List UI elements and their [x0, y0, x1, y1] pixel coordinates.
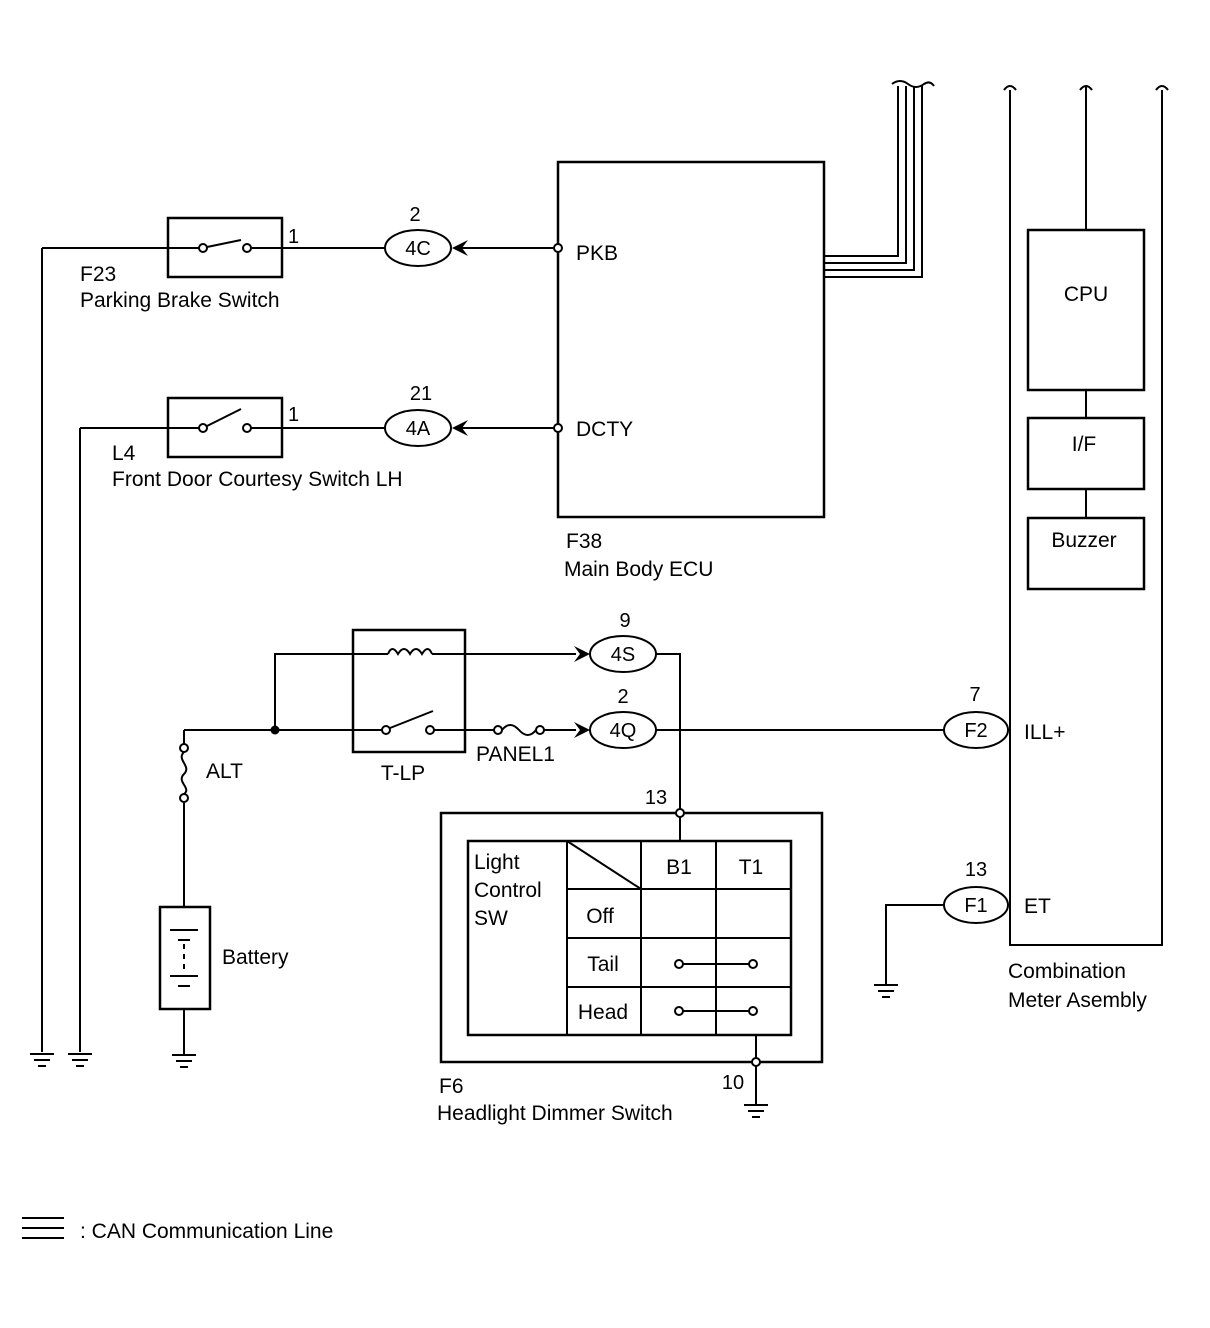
- parking-brake-name: Parking Brake Switch: [80, 289, 280, 312]
- door-switch-code: L4: [112, 442, 136, 465]
- table-title-line3: SW: [474, 907, 508, 930]
- ecu-pin-pkb: PKB: [576, 242, 618, 265]
- connector-4c-pin: 2: [409, 204, 420, 226]
- ecu-pin-dcty: DCTY: [576, 418, 633, 441]
- door-courtesy-switch: [166, 396, 284, 459]
- door-switch-pin: 1: [288, 404, 299, 426]
- connector-4a-label: 4A: [406, 418, 431, 440]
- connector-4s: 4S: [589, 635, 657, 673]
- connector-arrow-icon: [574, 722, 590, 738]
- main-body-ecu: [553, 160, 826, 519]
- connector-4q: 4Q: [589, 711, 657, 749]
- combination-meter: [1003, 85, 1169, 946]
- tlp-relay: [351, 628, 467, 754]
- connector-arrow-icon: [452, 420, 468, 436]
- connector-f2: F2: [943, 711, 1009, 749]
- meter-buzzer: Buzzer: [1051, 529, 1116, 552]
- table-title-line2: Control: [474, 879, 542, 902]
- connector-arrow-icon: [452, 240, 468, 256]
- headlight-dimmer-switch: [439, 808, 824, 1104]
- ground-symbol: [744, 1104, 768, 1118]
- ecu-code: F38: [566, 530, 602, 553]
- dimmer-top-pin: 13: [645, 787, 667, 809]
- door-switch-name: Front Door Courtesy Switch LH: [112, 468, 403, 491]
- alt-fuse: [179, 743, 189, 907]
- connector-4q-label: 4Q: [610, 720, 637, 742]
- dimmer-bottom-pin: 10: [722, 1072, 744, 1094]
- ground-symbol: [68, 1053, 92, 1067]
- connector-f2-label: F2: [964, 720, 987, 742]
- connector-4s-pin: 9: [619, 610, 630, 632]
- parking-brake-pin: 1: [288, 226, 299, 248]
- dimmer-name: Headlight Dimmer Switch: [437, 1102, 673, 1125]
- connector-4a: 4A: [384, 409, 452, 447]
- meter-if: I/F: [1072, 433, 1097, 456]
- meter-cpu: CPU: [1064, 283, 1108, 306]
- battery: [158, 905, 212, 1054]
- connector-4c: 4C: [384, 229, 452, 267]
- meter-name-line1: Combination: [1008, 960, 1126, 983]
- legend-text: : CAN Communication Line: [80, 1220, 333, 1243]
- table-row-tail: Tail: [587, 953, 619, 976]
- table-col-t1: T1: [739, 856, 764, 879]
- connector-4s-label: 4S: [611, 644, 635, 666]
- panel1-fuse-label: PANEL1: [476, 743, 555, 766]
- ground-symbol: [172, 1054, 196, 1068]
- connector-f2-pin: 7: [969, 684, 980, 706]
- parking-brake-switch: [166, 216, 284, 279]
- table-title-line1: Light: [474, 851, 520, 874]
- connector-4q-pin: 2: [617, 686, 628, 708]
- can-communication-lines: [824, 80, 935, 278]
- dimmer-code: F6: [439, 1075, 464, 1098]
- tlp-relay-label: T-LP: [381, 762, 425, 785]
- panel1-fuse: [465, 724, 576, 736]
- connector-f1-pin: 13: [965, 859, 987, 881]
- connector-f1: F1: [943, 886, 1009, 924]
- meter-name-line2: Meter Asembly: [1008, 989, 1147, 1012]
- ground-wires: [41, 247, 168, 1052]
- connector-arrow-icon: [574, 646, 590, 662]
- table-col-b1: B1: [666, 856, 692, 879]
- ecu-name: Main Body ECU: [564, 558, 713, 581]
- connector-f1-label: F1: [964, 895, 987, 917]
- can-line-legend-icon: [22, 1217, 64, 1239]
- alt-fuse-label: ALT: [206, 760, 243, 783]
- meter-ill-label: ILL+: [1024, 721, 1065, 744]
- connector-4c-label: 4C: [405, 238, 431, 260]
- parking-brake-code: F23: [80, 263, 116, 286]
- table-row-head: Head: [578, 1001, 628, 1024]
- table-row-off: Off: [586, 905, 614, 928]
- meter-et-label: ET: [1024, 895, 1051, 918]
- connector-4a-pin: 21: [410, 383, 432, 405]
- ground-symbol: [30, 1053, 54, 1067]
- power-wires: [183, 653, 353, 744]
- ground-symbol: [874, 984, 898, 998]
- battery-label: Battery: [222, 946, 289, 969]
